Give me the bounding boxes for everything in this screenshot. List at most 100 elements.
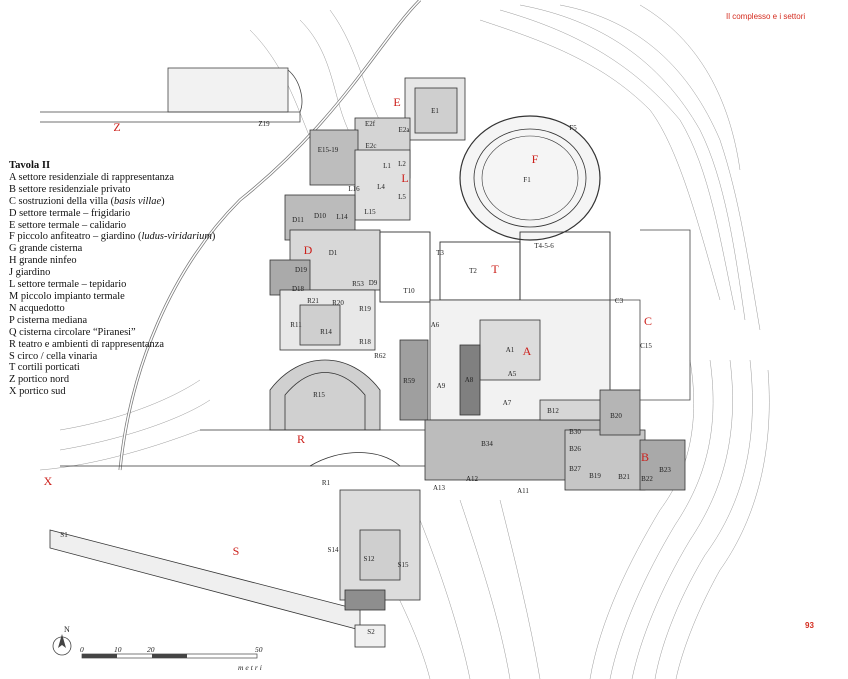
room-label: E15-19 (318, 146, 339, 154)
room-label: D9 (369, 279, 378, 287)
room-label: R21 (307, 297, 319, 305)
scale-unit: metri (238, 663, 264, 672)
room-label: L5 (398, 193, 406, 201)
legend-item: P cisterna mediana (9, 314, 88, 326)
legend-item: E settore termale – calidario (9, 219, 127, 231)
room-label: R1 (322, 479, 331, 487)
room-label: B26 (569, 445, 581, 453)
sector-label: S (233, 544, 240, 558)
room-label: C15 (640, 342, 652, 350)
legend-item: J giardino (9, 267, 51, 279)
room-label: S14 (328, 546, 339, 554)
sector-label: X (44, 474, 53, 488)
room-label: R18 (359, 338, 371, 346)
room-label: B22 (641, 475, 653, 483)
room-label: L15 (364, 208, 376, 216)
room-label: T10 (403, 287, 415, 295)
room-label: A5 (508, 370, 517, 378)
room-label: B27 (569, 465, 581, 473)
legend-item: R teatro e ambienti di rappresentanza (9, 338, 164, 350)
legend-item: N acquedotto (9, 302, 65, 314)
porticoed-courtyards (379, 231, 611, 303)
room-label: Z19 (258, 120, 270, 128)
room-label: F5 (569, 124, 577, 132)
legend-item: Z portico nord (9, 374, 70, 386)
legend-item: M piccolo impianto termale (9, 290, 125, 302)
legend-item: G grande cisterna (9, 243, 83, 255)
room-label: B12 (547, 407, 559, 415)
room-label: A1 (506, 346, 515, 354)
scale-tick-10: 10 (114, 645, 122, 654)
room-label: L14 (336, 213, 348, 221)
room-label: D1 (329, 249, 338, 257)
sector-label: B (641, 450, 649, 464)
scale-tick-0: 0 (80, 645, 84, 654)
legend-title: Tavola II (9, 160, 51, 171)
legend-items: A settore residenziale di rappresentanza… (9, 172, 224, 398)
room-label: F1 (523, 176, 531, 184)
legend-item: C sostruzioni della villa (basis villae) (9, 195, 165, 207)
room-label: S15 (398, 561, 409, 569)
legend-item: D settore termale – frigidario (9, 207, 131, 219)
room-label: A13 (433, 484, 446, 492)
room-label: R62 (374, 352, 386, 360)
thermal-baths (269, 149, 411, 296)
room-label: R19 (359, 305, 371, 313)
legend-item: A settore residenziale di rappresentanza (9, 171, 175, 183)
room-label: C3 (615, 297, 624, 305)
sector-label: L (401, 171, 408, 185)
room-label: S2 (367, 628, 375, 636)
sector-label: C (644, 314, 652, 328)
legend-item: X portico sud (9, 386, 66, 398)
room-label: R53 (352, 280, 364, 288)
scale-tick-50: 50 (255, 645, 263, 654)
page-number: 93 (805, 621, 814, 630)
room-label: T2 (469, 267, 477, 275)
room-label: S1 (60, 531, 68, 539)
room-label: D18 (292, 285, 305, 293)
room-label: R11 (290, 321, 302, 329)
sector-label: Z (113, 120, 120, 134)
room-label: A9 (437, 382, 446, 390)
sector-label: F (532, 152, 539, 166)
sector-label: A (523, 344, 532, 358)
sector-label: R (297, 432, 305, 446)
room-label: T4-5-6 (534, 242, 554, 250)
legend-item: H grande ninfeo (9, 255, 77, 267)
room-label: B30 (569, 428, 581, 436)
contour-lines (39, 4, 770, 679)
scale-bar: 0 10 20 50 metri (80, 645, 264, 672)
legend-item: L settore termale – tepidario (9, 279, 127, 291)
north-label: N (64, 625, 70, 634)
sector-label: T (491, 262, 499, 276)
room-label: A7 (503, 399, 512, 407)
room-label: R14 (320, 328, 332, 336)
legend-item: Q cisterna circolare “Piranesi” (9, 326, 136, 338)
running-header: Il complesso e i settori (726, 12, 806, 21)
room-label: R15 (313, 391, 325, 399)
legend: Tavola II A settore residenziale di rapp… (9, 160, 224, 398)
room-label: L1 (383, 162, 391, 170)
room-label: A12 (466, 475, 479, 483)
room-label: E1 (431, 107, 439, 115)
room-label: B21 (618, 473, 630, 481)
sector-label: E (393, 95, 400, 109)
room-label: D10 (314, 212, 327, 220)
room-label: D11 (292, 216, 304, 224)
room-label: E2a (399, 126, 411, 134)
room-label: B20 (610, 412, 622, 420)
legend-item: T cortili porticati (9, 362, 80, 374)
room-label: L2 (398, 160, 406, 168)
room-label: T3 (436, 249, 444, 257)
room-label: L16 (348, 185, 360, 193)
north-portico (40, 67, 303, 123)
room-label: A11 (517, 487, 529, 495)
room-label: E2c (366, 142, 377, 150)
room-label: L4 (377, 183, 385, 191)
room-label: B34 (481, 440, 493, 448)
substructures (609, 229, 691, 401)
